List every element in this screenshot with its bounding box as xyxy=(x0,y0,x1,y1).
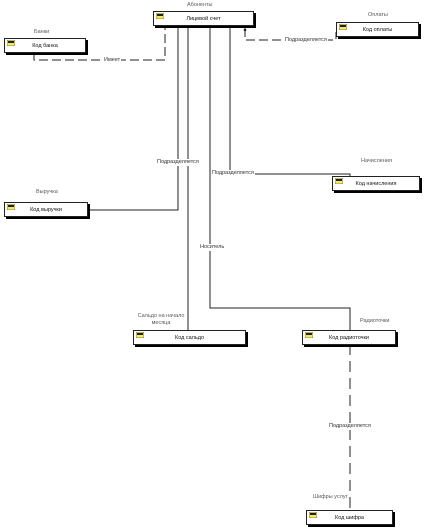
entity-title-shifry: Шифры услуг xyxy=(313,494,348,500)
key-icon xyxy=(7,40,15,46)
rel-line-abonenty-nachisleniya xyxy=(229,24,351,180)
key-icon xyxy=(335,178,343,184)
entity-key-radiotochki: Код радиоточки xyxy=(329,334,369,341)
entity-key-oplaty: Код оплаты xyxy=(362,26,393,33)
entity-nachisleniya[interactable]: Код начисления xyxy=(332,176,420,191)
entity-key-banki: Код банка xyxy=(32,42,58,49)
rel-label-abon-oplaty: Подразделяется xyxy=(284,37,328,44)
entity-oplaty[interactable]: Код оплаты xyxy=(336,22,419,37)
key-icon xyxy=(156,13,164,19)
entity-vyruchka[interactable]: Код выручки xyxy=(4,202,88,217)
entity-title-oplaty: Оплаты xyxy=(368,12,388,18)
entity-key-abonenty: Лицевой счет xyxy=(186,15,221,22)
key-icon xyxy=(136,332,144,338)
entity-title-saldo: Сальдо на начало месяца xyxy=(137,313,185,326)
key-icon xyxy=(7,204,15,210)
rel-label-abon-nachisleniya: Подразделяется xyxy=(211,170,255,177)
key-icon xyxy=(339,24,347,30)
rel-label-imeet: Имеет xyxy=(103,57,122,64)
key-icon xyxy=(309,512,317,518)
entity-title-radiotochki: Радиоточки xyxy=(360,318,390,324)
key-icon xyxy=(305,332,313,338)
entity-abonenty[interactable]: Лицевой счет xyxy=(153,11,254,26)
rel-end-dot xyxy=(243,28,247,32)
rel-label-radio-shifry: Подразделяется xyxy=(328,423,372,430)
entity-title-banki: Банки xyxy=(34,29,50,35)
rel-line-abonenty-radiotochki xyxy=(209,24,351,330)
entity-key-shifry: Код шифра xyxy=(334,514,364,521)
rel-label-abon-saldo: Носитель xyxy=(199,244,226,251)
rel-line-abonenty-vyruchka xyxy=(88,24,179,211)
rel-label-abon-vyruchka: Подразделяется xyxy=(156,159,200,166)
entity-title-nachisleniya: Начисления xyxy=(361,158,392,164)
entity-radiotochki[interactable]: Код радиоточки xyxy=(302,330,396,345)
entity-title-vyruchka: Выручка xyxy=(36,189,58,195)
entity-key-vyruchka: Код выручки xyxy=(30,206,62,213)
entity-key-saldo: Код сальдо xyxy=(174,334,205,341)
rel-line-banki-abonenty xyxy=(33,24,166,61)
entity-saldo[interactable]: Код сальдо xyxy=(133,330,246,345)
entity-shifry[interactable]: Код шифра xyxy=(306,510,393,525)
entity-title-abonenty: Абоненты xyxy=(187,2,213,8)
entity-key-nachisleniya: Код начисления xyxy=(355,180,397,187)
entity-banki[interactable]: Код банка xyxy=(4,38,86,53)
